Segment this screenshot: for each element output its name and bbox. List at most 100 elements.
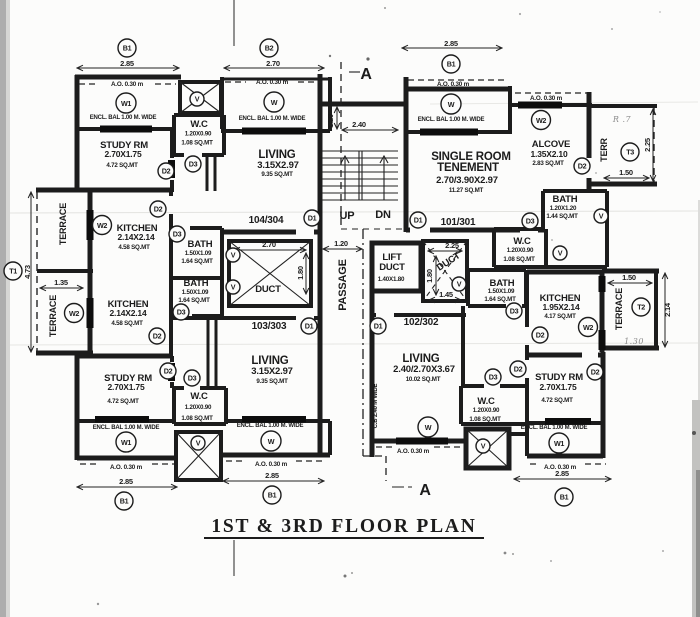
svg-text:D1: D1 <box>374 322 383 331</box>
room-bath101-area: 1.44 SQ.MT <box>546 213 578 220</box>
room-study-bl-area: 4.72 SQ.MT <box>107 398 139 405</box>
svg-text:W: W <box>448 100 455 109</box>
room-study-tl-size: 2.70X1.75 <box>105 149 142 159</box>
room-wc101-size: 1.20X0.90 <box>507 247 534 254</box>
marker-d1: D1 <box>369 317 387 335</box>
terrace-t2-label: TERRACE <box>614 288 624 330</box>
svg-text:B1: B1 <box>447 60 456 69</box>
svg-text:D3: D3 <box>177 308 186 317</box>
section-label-top: A <box>360 66 372 83</box>
unit-number-103: 103/303 <box>252 321 287 332</box>
marker-t3: T3 <box>620 142 640 162</box>
marker-d3: D3 <box>168 225 186 243</box>
room-bath2-size: 1.50X1.09 <box>182 289 209 296</box>
marker-d2: D2 <box>573 157 591 175</box>
marker-t2: T2 <box>631 297 651 317</box>
room-study-bl-name: STUDY RM <box>104 373 152 384</box>
ao-alcove: A.O. 0.30 m <box>530 95 563 102</box>
marker-d3: D3 <box>505 302 523 320</box>
room-bath1-size: 1.50X1.09 <box>185 250 212 257</box>
room-study102-area: 4.72 SQ.MT <box>541 397 573 404</box>
dim-180-duct-tl: 1.80 <box>296 266 305 280</box>
marker-b1: B1 <box>441 54 461 74</box>
room-bath2-area: 1.64 SQ.MT <box>178 297 210 304</box>
svg-text:T2: T2 <box>637 303 645 312</box>
room-wc102-size: 1.20X0.90 <box>473 407 500 414</box>
dimension-lines <box>31 48 665 487</box>
ao-tl: A.O. 0.30 m <box>111 81 144 88</box>
room-kitchen2-size: 2.14X2.14 <box>110 308 147 318</box>
marker-w2: W2 <box>577 316 599 338</box>
marker-v: V <box>593 208 609 224</box>
svg-text:V: V <box>558 249 563 258</box>
room-wc102-area: 1.08 SQ.MT <box>469 416 501 423</box>
room-living-tl-area: 9.35 SQ.MT <box>261 171 293 178</box>
terrace-upper-label: TERRACE <box>58 203 68 245</box>
encl-bal-bl: ENCL. BAL 1.00 M. WIDE <box>93 425 160 431</box>
marker-w2: W2 <box>91 214 113 236</box>
marker-w1: W1 <box>548 432 570 454</box>
svg-text:B1: B1 <box>268 491 277 500</box>
marker-d1: D1 <box>300 317 318 335</box>
svg-text:W2: W2 <box>97 221 107 230</box>
svg-text:D2: D2 <box>514 365 523 374</box>
dim-145-duct: 1.45 <box>439 290 453 299</box>
marker-w2: W2 <box>530 109 552 131</box>
room-study102-name: STUDY RM <box>535 372 583 383</box>
dim-285-bc: 2.85 <box>265 471 279 480</box>
svg-text:W: W <box>425 423 432 432</box>
svg-text:D2: D2 <box>164 367 173 376</box>
marker-d2: D2 <box>509 360 527 378</box>
stairs-dn-label: DN <box>375 209 391 221</box>
room-bath101-name: BATH <box>553 194 578 205</box>
room-living102-name: LIVING <box>402 353 439 365</box>
room-alcove-area: 2.83 SQ.MT <box>532 160 564 167</box>
marker-v: V <box>225 279 241 295</box>
dim-270-duct: 2.70 <box>262 240 276 249</box>
svg-text:W: W <box>268 437 275 446</box>
marker-d3: D3 <box>484 368 502 386</box>
svg-text:D2: D2 <box>153 332 162 341</box>
room-srt-name2: TENEMENT <box>437 162 499 174</box>
section-label-bottom: A <box>419 482 431 499</box>
dim-270-b2: 2.70 <box>266 59 280 68</box>
marker-t1: T1 <box>3 261 23 281</box>
dim-240-stair: 2.40 <box>352 120 366 129</box>
section-line: A A <box>340 62 432 499</box>
svg-text:B2: B2 <box>265 44 274 53</box>
pencil-note-right: 1.30 <box>624 337 644 346</box>
unit-number-104: 104/304 <box>249 215 284 226</box>
room-alcove-size: 1.35X2.10 <box>531 149 568 159</box>
svg-text:D2: D2 <box>591 368 600 377</box>
marker-d3: D3 <box>172 303 190 321</box>
svg-text:B1: B1 <box>120 497 129 506</box>
room-srt-size: 2.70/3.90X2.97 <box>436 175 498 186</box>
unit-number-102: 102/302 <box>404 317 439 328</box>
svg-text:W: W <box>271 98 278 107</box>
room-living-bl-name: LIVING <box>251 355 288 367</box>
unit-number-101: 101/301 <box>441 217 476 228</box>
lift-name1: LIFT <box>382 252 402 263</box>
svg-text:V: V <box>457 280 462 289</box>
marker-d3: D3 <box>183 369 201 387</box>
svg-text:D3: D3 <box>188 374 197 383</box>
marker-d1: D1 <box>409 211 427 229</box>
dim-285-tr: 2.85 <box>444 39 458 48</box>
room-srt-area: 11.27 SQ.MT <box>449 187 484 194</box>
svg-text:W1: W1 <box>554 439 564 448</box>
dim-225-t3: 2.25 <box>643 138 652 152</box>
drawing-title: 1ST & 3RD FLOOR PLAN <box>211 516 476 537</box>
ao-102: A.O. 0.30 m <box>397 448 430 455</box>
dim-120-passage: 1.20 <box>334 239 348 248</box>
room-kitchen2-area: 4.58 SQ.MT <box>111 320 143 327</box>
svg-text:T1: T1 <box>9 267 17 276</box>
marker-b1: B1 <box>114 491 134 511</box>
room-study-bl-size: 2.70X1.75 <box>108 382 145 392</box>
svg-text:D3: D3 <box>189 160 198 169</box>
room-living-bl-area: 9.35 SQ.MT <box>256 378 288 385</box>
room-wc-bl-name: W.C <box>190 391 208 402</box>
marker-d2: D2 <box>586 363 604 381</box>
room-wc-tl-area: 1.08 SQ.MT <box>181 140 213 147</box>
